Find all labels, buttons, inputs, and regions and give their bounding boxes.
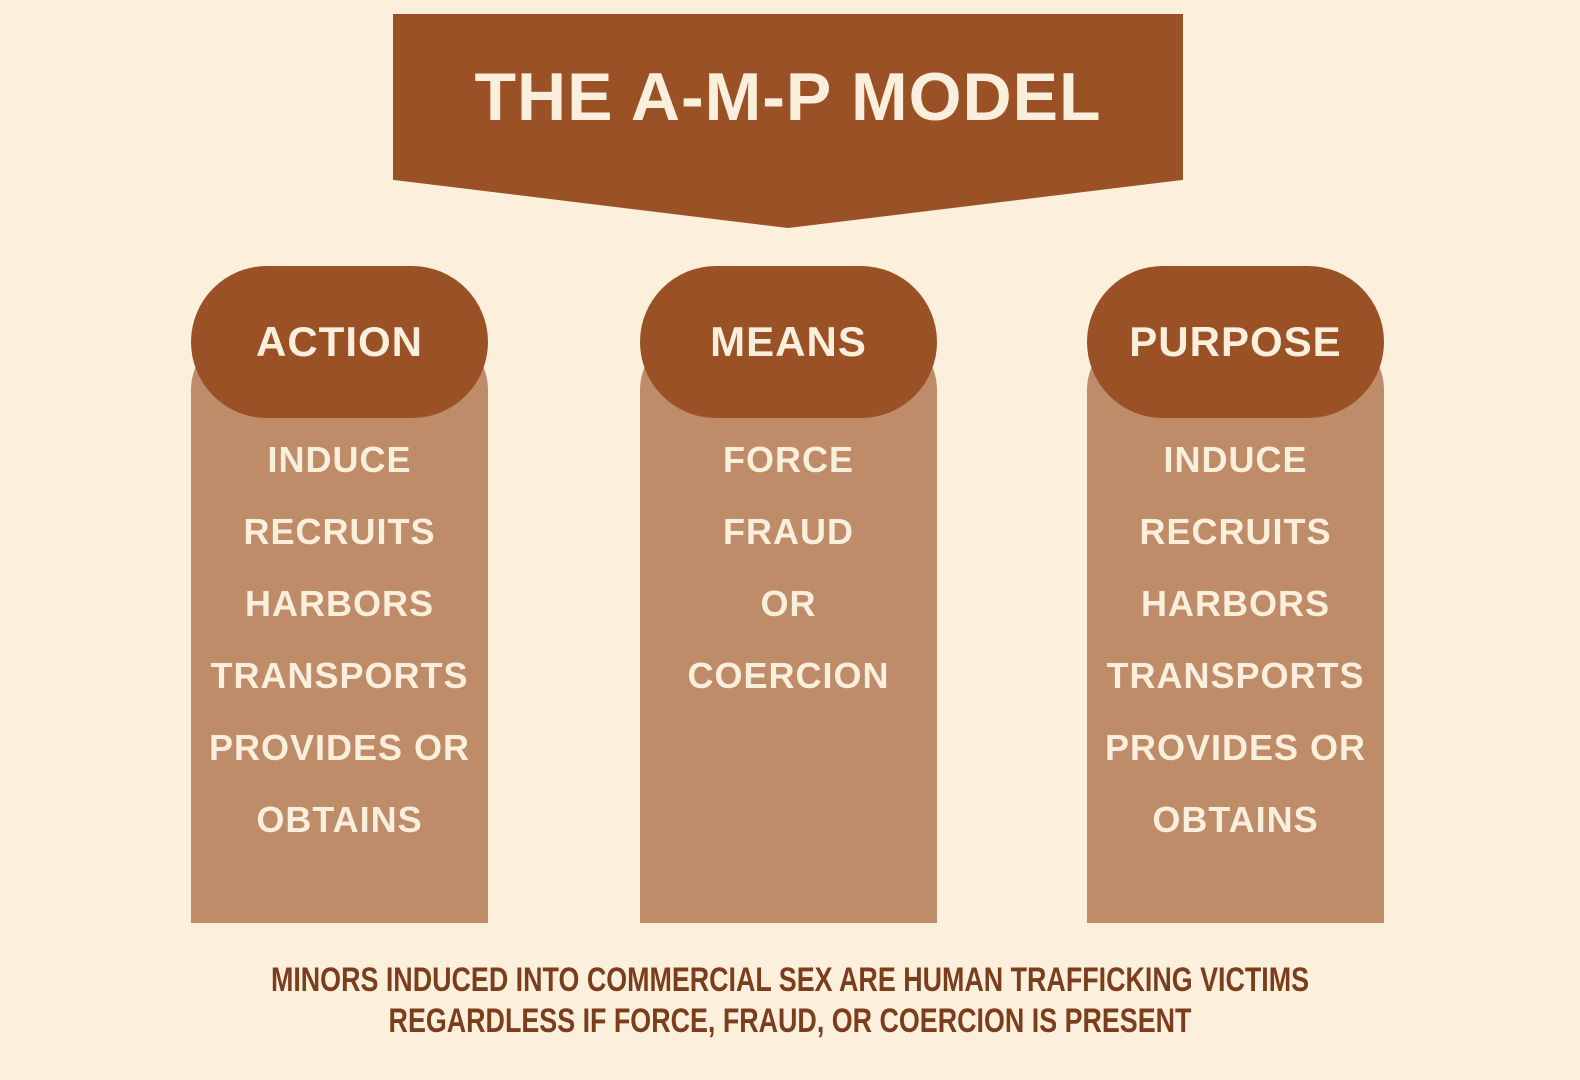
list-item: PROVIDES OR [1104, 727, 1367, 768]
list-item: TRANSPORTS [210, 655, 469, 696]
column-purpose-items: INDUCE RECRUITS HARBORS TRANSPORTS PROVI… [1087, 424, 1384, 856]
footer-line-2: REGARDLESS IF FORCE, FRAUD, OR COERCION … [388, 1002, 1192, 1040]
column-means-header-label: MEANS [710, 318, 867, 365]
column-action-header-label: ACTION [256, 318, 423, 365]
page-title: THE A-M-P MODEL [474, 59, 1102, 135]
footer-note: MINORS INDUCED INTO COMMERCIAL SEX ARE H… [0, 960, 1580, 1042]
list-item: RECRUITS [243, 511, 436, 552]
footer-line-1: MINORS INDUCED INTO COMMERCIAL SEX ARE H… [270, 961, 1310, 999]
column-means-items: FORCE FRAUD OR COERCION [640, 424, 937, 712]
column-action-body [191, 330, 488, 923]
list-item: FORCE [723, 439, 854, 480]
title-banner-inner: THE A-M-P MODEL [393, 14, 1183, 180]
column-means-header: MEANS [640, 266, 937, 418]
list-item: COERCION [687, 655, 890, 696]
column-action-items: INDUCE RECRUITS HARBORS TRANSPORTS PROVI… [191, 424, 488, 856]
column-means-body [640, 330, 937, 923]
list-item: OBTAINS [256, 799, 423, 840]
list-item: PROVIDES OR [208, 727, 471, 768]
column-purpose: PURPOSE INDUCE RECRUITS HARBORS TRANSPOR… [1087, 266, 1384, 923]
column-means: MEANS FORCE FRAUD OR COERCION [640, 266, 937, 923]
column-action-header: ACTION [191, 266, 488, 418]
list-item: HARBORS [1140, 583, 1330, 624]
column-purpose-header-label: PURPOSE [1129, 318, 1342, 365]
list-item: RECRUITS [1139, 511, 1332, 552]
list-item: INDUCE [1163, 439, 1308, 480]
list-item: FRAUD [723, 511, 854, 552]
column-purpose-body [1087, 330, 1384, 923]
column-action: ACTION INDUCE RECRUITS HARBORS TRANSPORT… [191, 266, 488, 923]
list-item: HARBORS [244, 583, 434, 624]
list-item: OBTAINS [1152, 799, 1319, 840]
list-item: TRANSPORTS [1106, 655, 1365, 696]
column-purpose-header: PURPOSE [1087, 266, 1384, 418]
list-item: INDUCE [267, 439, 412, 480]
list-item: OR [760, 583, 817, 624]
title-banner: THE A-M-P MODEL [393, 14, 1183, 228]
